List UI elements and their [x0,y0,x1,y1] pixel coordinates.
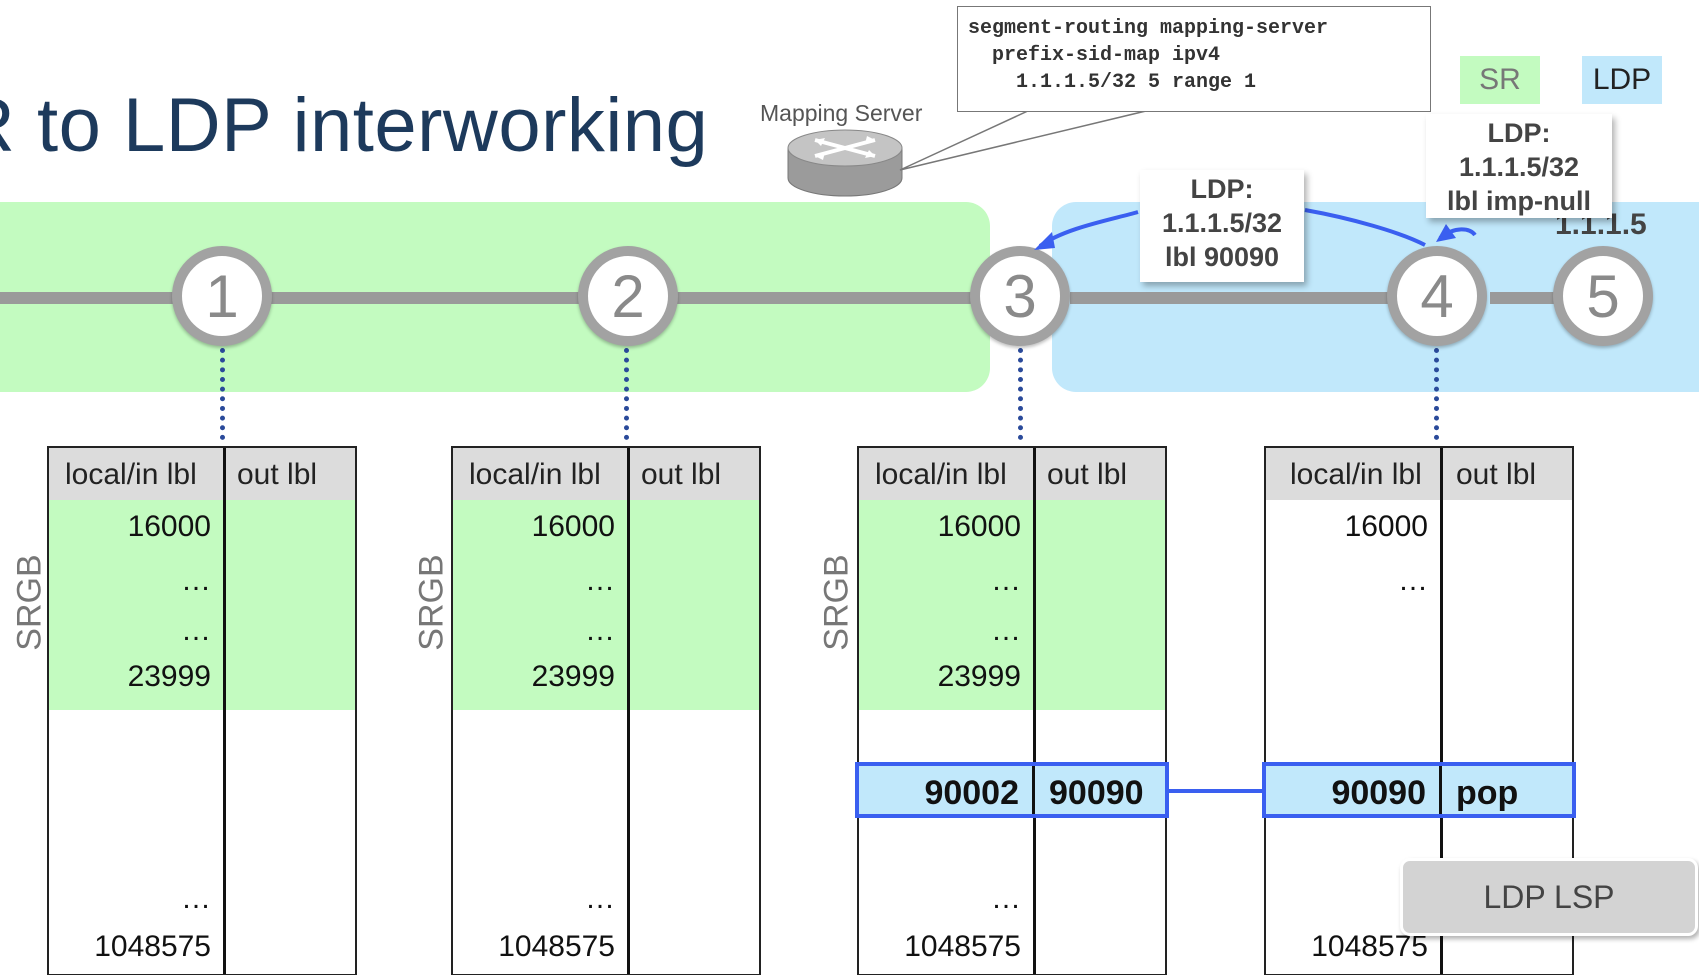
label-table-node2: local/in lbl out lbl 16000 … … 23999 … 1… [451,446,761,975]
table-header: local/in lbl out lbl [1266,448,1572,500]
header-out-label: out lbl [1047,458,1128,491]
ldp-arrow-head-4 [1436,224,1456,242]
srgb-last-label: 23999 [531,660,615,693]
header-in-label: local/in lbl [1290,458,1422,491]
config-callout-tail [899,109,1151,171]
link-2-3 [675,292,975,304]
ellipsis: … [181,614,211,647]
srgb-last-label: 23999 [937,660,1021,693]
ldp-arrow-to-node3 [1038,210,1139,248]
ellipsis: … [991,564,1021,597]
srgb-first-label: 16000 [127,510,211,543]
lfib-entry-node3[interactable]: 90002 90090 [855,762,1169,818]
link-3-4 [1070,292,1400,304]
srgb-last-label: 23999 [127,660,211,693]
table-header: local/in lbl out lbl [453,448,759,500]
in-label-value: 90090 [1331,774,1426,812]
header-in-label: local/in lbl [65,458,197,491]
ellipsis: … [991,882,1021,915]
max-label: 1048575 [904,930,1021,963]
srgb-label-2: SRGB [412,554,451,651]
node2-table-connector [624,348,629,440]
router-node-1[interactable]: 1 [172,246,272,346]
srgb-range-band [859,500,1165,710]
slide-title: R to LDP interworking [0,83,709,168]
callout-line: 1.1.1.5/32 [1458,152,1580,182]
srgb-first-label: 16000 [1344,510,1428,543]
ellipsis: … [181,564,211,597]
column-divider [627,448,630,974]
table-header: local/in lbl out lbl [859,448,1165,500]
node1-table-connector [220,348,225,440]
srgb-first-label: 16000 [531,510,615,543]
ldp-arrow-from-node4 [1304,208,1426,247]
ldp-arrow-head-3 [1034,232,1055,250]
column-divider [1032,766,1035,814]
column-divider [1439,766,1442,814]
callout-line: 1.1.1.5/32 [1161,208,1283,238]
ldp-lsp-callout: LDP LSP [1400,858,1698,936]
srgb-range-band [453,500,759,710]
ellipsis: … [585,882,615,915]
callout-line: lbl 90090 [1164,242,1280,272]
ellipsis: … [991,614,1021,647]
link-left [0,292,200,304]
callout-line: LDP: [1487,118,1551,148]
label-table-node1: local/in lbl out lbl 16000 … … 23999 … 1… [47,446,357,975]
router-node-2[interactable]: 2 [578,246,678,346]
link-1-2 [270,292,580,304]
srgb-label-1: SRGB [10,554,49,651]
router-icon[interactable] [785,128,905,200]
mapping-server-config: segment-routing mapping-server prefix-si… [957,6,1431,112]
ldp-binding-callout-3: LDP: 1.1.1.5/32 lbl 90090 [1140,170,1304,282]
callout-line: LDP: [1190,174,1254,204]
node4-table-connector [1434,348,1439,440]
out-label-value: 90090 [1049,774,1144,812]
srgb-label-3: SRGB [817,554,856,651]
srgb-range-band [49,500,355,710]
ellipsis: … [585,614,615,647]
column-divider [1440,448,1443,974]
in-label-value: 90002 [924,774,1019,812]
legend-ldp: LDP [1582,56,1662,104]
ellipsis: … [1398,564,1428,597]
ellipsis: … [585,564,615,597]
callout-line: lbl imp-null [1447,186,1591,216]
router-node-5[interactable]: 5 [1553,246,1653,346]
mapping-server-label: Mapping Server [760,100,923,126]
ldp-binding-callout-4: LDP: 1.1.1.5/32 lbl imp-null [1426,114,1612,218]
srgb-first-label: 16000 [937,510,1021,543]
max-label: 1048575 [498,930,615,963]
max-label: 1048575 [94,930,211,963]
header-out-label: out lbl [237,458,318,491]
label-table-node3: local/in lbl out lbl 16000 … … 23999 … 1… [857,446,1167,975]
ellipsis: … [181,882,211,915]
router-node-3[interactable]: 3 [970,246,1070,346]
header-in-label: local/in lbl [875,458,1007,491]
header-in-label: local/in lbl [469,458,601,491]
node3-table-connector [1018,348,1023,440]
table-header: local/in lbl out lbl [49,448,355,500]
header-out-label: out lbl [1456,458,1537,491]
router-node-4[interactable]: 4 [1387,246,1487,346]
link-4-5 [1490,292,1560,304]
legend-sr: SR [1460,56,1540,104]
column-divider [223,448,226,974]
column-divider [1033,448,1036,974]
out-label-value: pop [1456,774,1519,812]
lfib-entry-node4[interactable]: 90090 pop [1262,762,1576,818]
header-out-label: out lbl [641,458,722,491]
